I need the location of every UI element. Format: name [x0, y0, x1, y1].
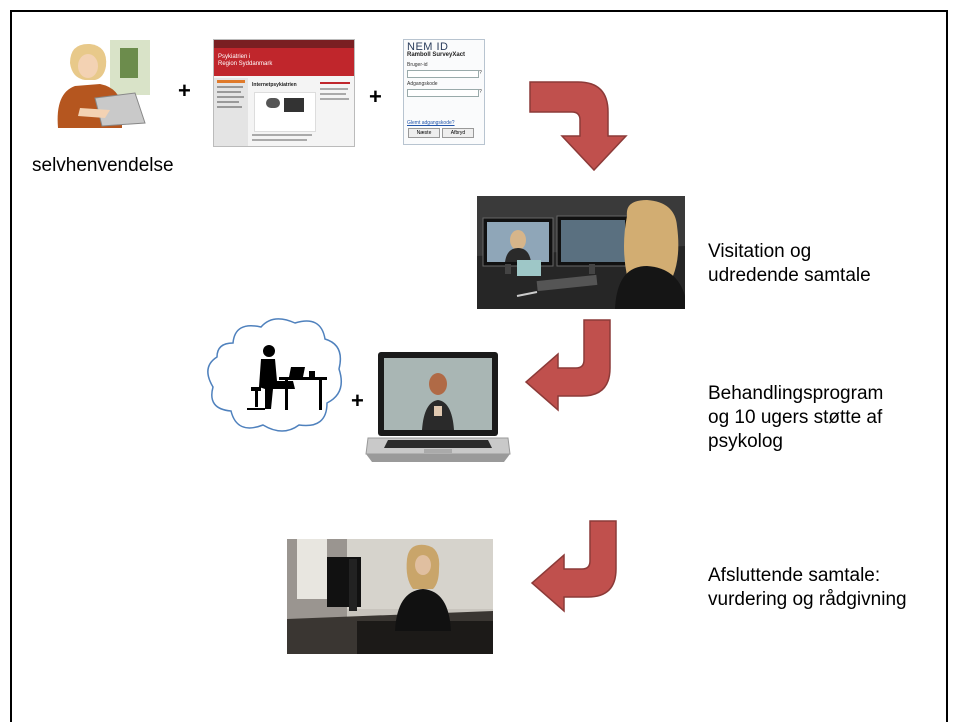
- closing-session-photo: [287, 539, 493, 654]
- thought-cloud-person-at-desk: [207, 318, 342, 432]
- closing-label-line-2: vurdering og rådgivning: [708, 589, 907, 610]
- user-id-field[interactable]: [407, 70, 479, 78]
- nemid-subtitle: Ramboll SurveyXact: [407, 52, 466, 58]
- slide-frame: [10, 10, 948, 722]
- plus-sign-3: +: [351, 388, 364, 413]
- closing-label-line-1: Afsluttende samtale:: [708, 565, 881, 586]
- woman-at-laptop-illustration: [40, 38, 160, 128]
- password-help-icon[interactable]: ?: [479, 89, 482, 95]
- visitation-label: Visitation og udredende samtale: [708, 240, 871, 288]
- plus-sign-1: +: [178, 78, 191, 103]
- psychiatry-website-screenshot: Psykiatrien i Region Syddanmark Internet…: [213, 39, 355, 147]
- visitation-label-line-2: udredende samtale: [708, 265, 871, 286]
- program-label: Behandlingsprogram og 10 ugers støtte af…: [708, 382, 883, 454]
- password-field[interactable]: [407, 89, 479, 97]
- next-button[interactable]: Næste: [408, 128, 440, 138]
- curved-arrow-1: [529, 81, 628, 172]
- curved-arrow-2: [524, 319, 611, 412]
- nemid-login-box: NEM ID Ramboll SurveyXact Bruger-id ? Ad…: [403, 39, 485, 145]
- closing-label: Afsluttende samtale: vurdering og rådgiv…: [708, 564, 907, 612]
- program-label-line-2: og 10 ugers støtte af: [708, 407, 883, 428]
- cancel-button[interactable]: Afbryd: [442, 128, 474, 138]
- visitation-label-line-1: Visitation og: [708, 241, 812, 262]
- website-page-heading: Internetpsykiatrien: [252, 82, 297, 88]
- laptop-video-session: [365, 352, 511, 462]
- curved-arrow-3: [530, 520, 617, 613]
- user-help-icon[interactable]: ?: [479, 70, 482, 76]
- forgot-password-link[interactable]: Glemt adgangskode?: [407, 120, 455, 126]
- plus-sign-2: +: [369, 84, 382, 109]
- program-label-line-3: psykolog: [708, 431, 783, 452]
- video-consultation-photo: [477, 196, 685, 309]
- website-title-line-2: Region Syddanmark: [218, 61, 273, 67]
- website-header-title: Psykiatrien i Region Syddanmark: [218, 54, 272, 68]
- program-label-line-1: Behandlingsprogram: [708, 383, 884, 404]
- nemid-logo: NEM ID: [407, 41, 449, 53]
- password-label: Adgangskode: [407, 81, 438, 87]
- self-referral-label: selvhenvendelse: [32, 155, 174, 176]
- user-id-label: Bruger-id: [407, 62, 428, 68]
- website-title-line-1: Psykiatrien i: [218, 54, 251, 60]
